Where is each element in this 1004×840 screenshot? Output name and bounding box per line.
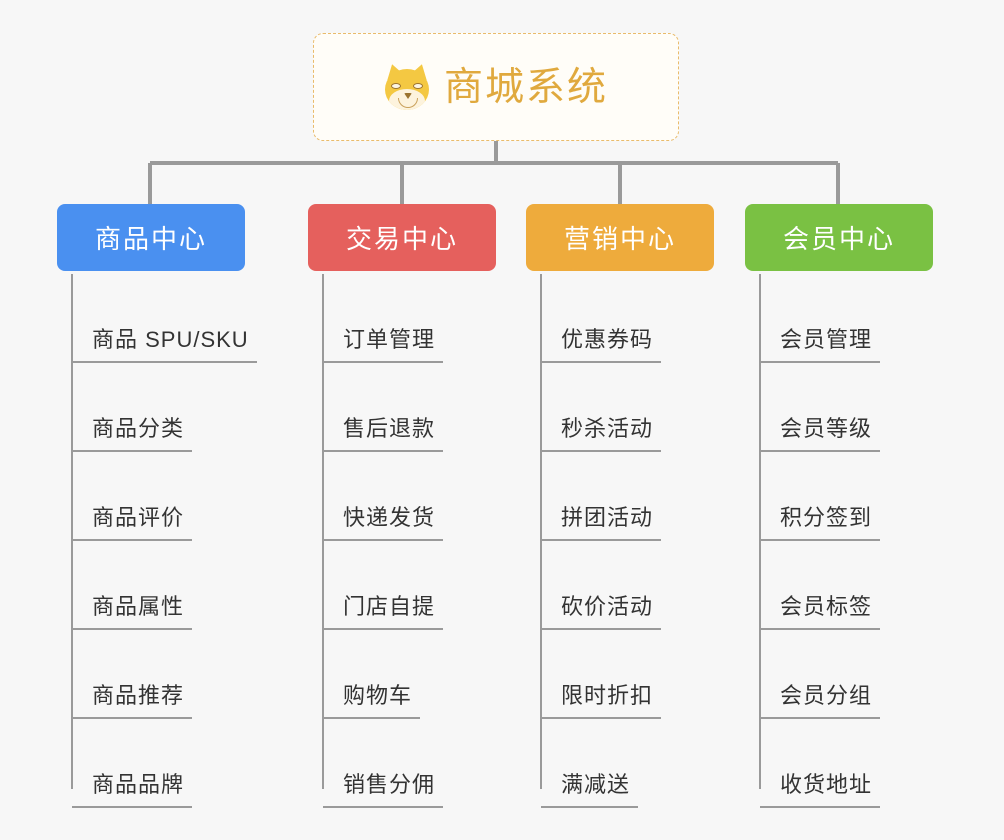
category-header-0[interactable]: 商品中心 [57,204,245,271]
leaf-item[interactable]: 会员管理 [760,274,933,363]
leaf-item[interactable]: 商品评价 [72,452,245,541]
leaf-item[interactable]: 售后退款 [323,363,496,452]
leaf-item-label: 商品 SPU/SKU [72,322,257,363]
leaf-item-label: 积分签到 [760,500,881,541]
leaf-item-label: 商品推荐 [72,678,193,719]
leaf-item-label: 会员标签 [760,589,881,630]
root-node[interactable]: 商城系统 [313,33,679,141]
leaf-item[interactable]: 满减送 [541,719,714,808]
leaf-item-label: 订单管理 [323,322,444,363]
leaf-item[interactable]: 砍价活动 [541,541,714,630]
shiba-dog-icon [383,61,431,110]
leaf-item[interactable]: 拼团活动 [541,452,714,541]
leaf-item-label: 售后退款 [323,411,444,452]
branch-column-0: 商品中心 商品 SPU/SKU 商品分类 商品评价 商品属性 商品推荐 商品品牌 [57,204,257,808]
category-header-1[interactable]: 交易中心 [308,204,496,271]
leaf-item-label: 会员分组 [760,678,881,719]
leaf-item-label: 销售分佣 [323,767,444,808]
leaf-item-label: 商品评价 [72,500,193,541]
leaf-list-0: 商品 SPU/SKU 商品分类 商品评价 商品属性 商品推荐 商品品牌 [57,274,257,808]
leaf-item[interactable]: 门店自提 [323,541,496,630]
leaf-item[interactable]: 快递发货 [323,452,496,541]
leaf-item[interactable]: 订单管理 [323,274,496,363]
leaf-item-label: 优惠券码 [541,322,662,363]
shiba-eye-left-icon [390,83,401,89]
leaf-item-label: 门店自提 [323,589,444,630]
leaf-item-label: 限时折扣 [541,678,662,719]
leaf-item[interactable]: 会员分组 [760,630,933,719]
leaf-item[interactable]: 购物车 [323,630,496,719]
branch-column-2: 营销中心 优惠券码 秒杀活动 拼团活动 砍价活动 限时折扣 满减送 [526,204,714,808]
leaf-item[interactable]: 商品品牌 [72,719,245,808]
leaf-item[interactable]: 秒杀活动 [541,363,714,452]
leaf-item[interactable]: 优惠券码 [541,274,714,363]
leaf-item-label: 会员管理 [760,322,881,363]
leaf-item[interactable]: 会员标签 [760,541,933,630]
leaf-item[interactable]: 商品分类 [72,363,245,452]
trunk-line-0 [71,274,73,789]
leaf-item-label: 商品分类 [72,411,193,452]
leaf-item-label: 满减送 [541,767,639,808]
leaf-item-label: 砍价活动 [541,589,662,630]
leaf-item-label: 商品属性 [72,589,193,630]
branch-column-1: 交易中心 订单管理 售后退款 快递发货 门店自提 购物车 销售分佣 [308,204,496,808]
leaf-item-label: 商品品牌 [72,767,193,808]
trunk-line-2 [540,274,542,789]
leaf-item[interactable]: 积分签到 [760,452,933,541]
leaf-item[interactable]: 商品 SPU/SKU [72,274,257,363]
leaf-item[interactable]: 商品推荐 [72,630,245,719]
leaf-item[interactable]: 收货地址 [760,719,933,808]
category-header-2[interactable]: 营销中心 [526,204,714,271]
category-header-3[interactable]: 会员中心 [745,204,933,271]
root-node-title: 商城系统 [443,65,608,109]
leaf-item[interactable]: 限时折扣 [541,630,714,719]
shiba-eye-right-icon [412,83,423,89]
leaf-item-label: 收货地址 [760,767,881,808]
leaf-item[interactable]: 商品属性 [72,541,245,630]
shiba-nose-icon [403,93,412,99]
leaf-item-label: 秒杀活动 [541,411,662,452]
trunk-line-3 [759,274,761,789]
leaf-item[interactable]: 会员等级 [760,363,933,452]
branch-column-3: 会员中心 会员管理 会员等级 积分签到 会员标签 会员分组 收货地址 [745,204,933,808]
leaf-item[interactable]: 销售分佣 [323,719,496,808]
leaf-list-2: 优惠券码 秒杀活动 拼团活动 砍价活动 限时折扣 满减送 [526,274,714,808]
trunk-line-1 [322,274,324,789]
leaf-item-label: 拼团活动 [541,500,662,541]
leaf-list-3: 会员管理 会员等级 积分签到 会员标签 会员分组 收货地址 [745,274,933,808]
shiba-head-icon [384,69,429,110]
leaf-item-label: 会员等级 [760,411,881,452]
leaf-item-label: 快递发货 [323,500,444,541]
leaf-item-label: 购物车 [323,678,421,719]
leaf-list-1: 订单管理 售后退款 快递发货 门店自提 购物车 销售分佣 [308,274,496,808]
